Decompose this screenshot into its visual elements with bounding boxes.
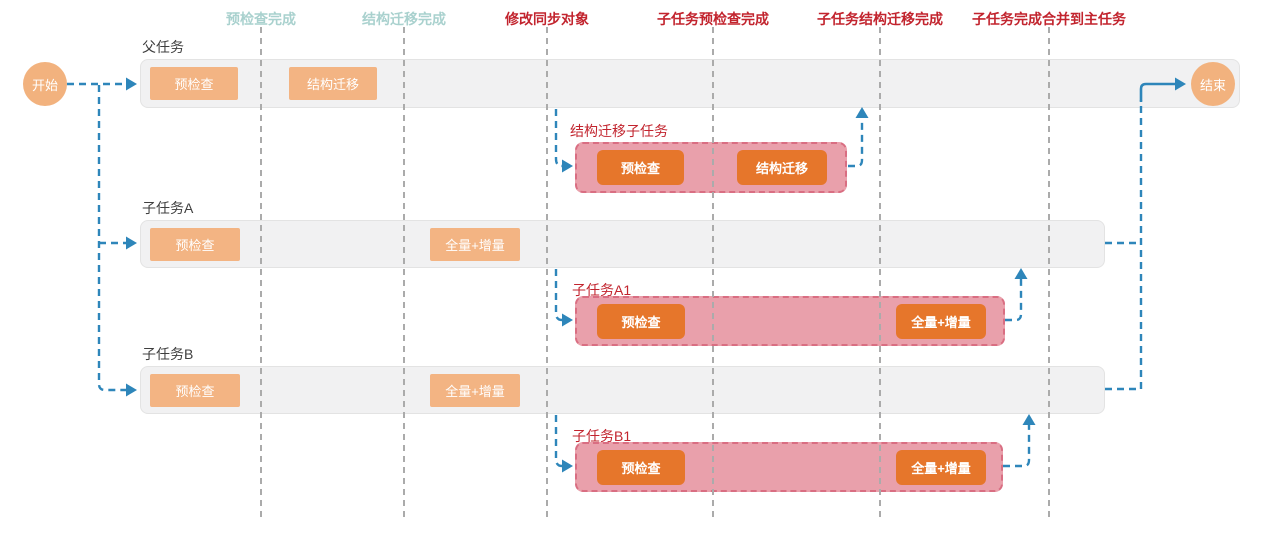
chip-a1-precheck: 预检查	[597, 304, 685, 339]
arrowhead	[126, 236, 137, 250]
chip-taska-precheck: 预检查	[150, 228, 240, 261]
chip-taskb-full-incremental: 全量+增量	[430, 374, 520, 407]
lane-bar-subtask-a	[140, 220, 1105, 268]
chip-struct-precheck: 预检查	[597, 150, 684, 185]
chip-struct-schema-migration: 结构迁移	[737, 150, 827, 185]
start-node: 开始	[23, 62, 67, 106]
subtask-label-b1: 子任务B1	[572, 428, 632, 444]
chip-taska-full-incremental: 全量+增量	[430, 228, 520, 261]
subtask-label-struct-migration: 结构迁移子任务	[570, 123, 668, 139]
milestone-label-subtask-schema-done: 子任务结构迁移完成	[817, 11, 943, 27]
arrowhead	[1014, 268, 1028, 279]
milestone-label-subtask-precheck-done: 子任务预检查完成	[657, 11, 769, 27]
arrowhead	[855, 107, 869, 118]
chip-taskb-precheck: 预检查	[150, 374, 240, 407]
milestone-label-precheck-done: 预检查完成	[226, 11, 296, 27]
lane-label-parent-task: 父任务	[142, 39, 184, 55]
arrowhead	[562, 459, 573, 473]
milestone-label-modify-sync-objects: 修改同步对象	[505, 11, 589, 27]
end-node: 结束	[1191, 62, 1235, 106]
connector-start-branch	[97, 85, 127, 392]
connector-a1-merge	[1005, 278, 1023, 322]
connector-taskA-to-a1	[554, 269, 563, 322]
arrowhead	[562, 313, 573, 327]
lane-label-subtask-b: 子任务B	[142, 346, 194, 362]
subtask-label-a1: 子任务A1	[572, 282, 632, 298]
chip-a1-full-incremental: 全量+增量	[896, 304, 986, 339]
milestone-label-schema-migration-done: 结构迁移完成	[362, 11, 446, 27]
arrowhead	[126, 383, 137, 397]
chip-parent-schema-migration: 结构迁移	[289, 67, 377, 100]
chip-parent-precheck: 预检查	[150, 67, 238, 100]
connector-taskB-to-b1	[554, 415, 563, 468]
lane-label-subtask-a: 子任务A	[142, 200, 194, 216]
arrowhead	[562, 159, 573, 173]
connector-struct-subtask-merge	[848, 118, 864, 168]
chip-b1-full-incremental: 全量+增量	[896, 450, 986, 485]
arrowhead	[126, 77, 137, 91]
milestone-label-subtask-merged: 子任务完成合并到主任务	[972, 11, 1126, 27]
connector-b1-merge	[1003, 424, 1031, 468]
connector-parent-to-struct-subtask	[554, 109, 563, 168]
lane-bar-subtask-b	[140, 366, 1105, 414]
arrowhead	[1022, 414, 1036, 425]
chip-b1-precheck: 预检查	[597, 450, 685, 485]
